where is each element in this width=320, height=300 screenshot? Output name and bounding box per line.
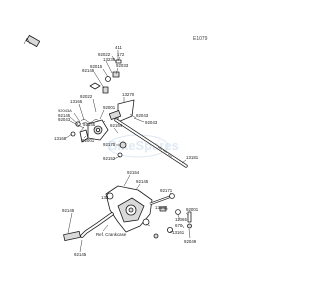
- label-92145d: 92145: [136, 179, 149, 184]
- label-92145: 92145: [82, 68, 95, 73]
- label-13236: 13236: [103, 57, 116, 62]
- label-92001b: 92001: [82, 138, 95, 143]
- label-92022b: 92022: [80, 94, 93, 99]
- label-92154: 92154: [110, 123, 123, 128]
- label-92015: 92015: [90, 64, 103, 69]
- label-92043c: 92043: [145, 120, 158, 125]
- label-172: 172: [117, 52, 125, 57]
- part-labels: 411 92022 172 13236 92015 92033 92145 13…: [54, 45, 199, 257]
- watermark-text: BikeSpares: [108, 138, 179, 153]
- label-92145e: 92145: [62, 208, 75, 213]
- label-92049: 92049: [184, 239, 197, 244]
- label-ref-crankcase: Ref. Crankcase: [96, 232, 127, 237]
- pedal-bracket: [105, 185, 153, 233]
- label-92043: 92043: [58, 117, 71, 122]
- figure-id: E1079: [193, 36, 208, 42]
- shift-mechanism: [70, 119, 109, 143]
- label-132: 132: [101, 195, 109, 200]
- pedal-linkage: [149, 193, 192, 239]
- label-92043a: 92043A: [58, 108, 72, 113]
- label-670: 670: [175, 223, 183, 228]
- label-92022: 92022: [98, 52, 111, 57]
- label-13168: 13168: [54, 136, 67, 141]
- label-13182: 13182: [155, 205, 168, 210]
- label-411: 411: [115, 45, 123, 50]
- label-92043b: 92043: [136, 113, 149, 118]
- label-92001c: 92001: [186, 207, 199, 212]
- label-13165: 13165: [70, 99, 83, 104]
- leader-lines: [65, 50, 191, 253]
- label-92001: 92001: [103, 105, 116, 110]
- label-92145b: 92145: [58, 113, 71, 118]
- shift-shaft: [108, 99, 188, 168]
- label-92145-bottom: 92145: [74, 252, 87, 257]
- shift-pedal-lever: [63, 212, 114, 241]
- front-arrow-icon: [23, 35, 41, 47]
- label-92170: 92170: [103, 142, 116, 147]
- label-13270: 13270: [122, 92, 135, 97]
- label-92152: 92152: [103, 156, 116, 161]
- label-13161: 13161: [172, 230, 185, 235]
- label-13181: 13181: [186, 155, 199, 160]
- upper-fasteners: [89, 59, 122, 94]
- label-92171: 92171: [160, 188, 173, 193]
- parts-diagram: BikeSpares E1079: [23, 35, 208, 257]
- label-92033: 92033: [116, 63, 129, 68]
- label-92154b: 92154: [127, 170, 140, 175]
- label-92145c: 92145: [83, 122, 96, 127]
- label-11065: 11065: [175, 217, 187, 222]
